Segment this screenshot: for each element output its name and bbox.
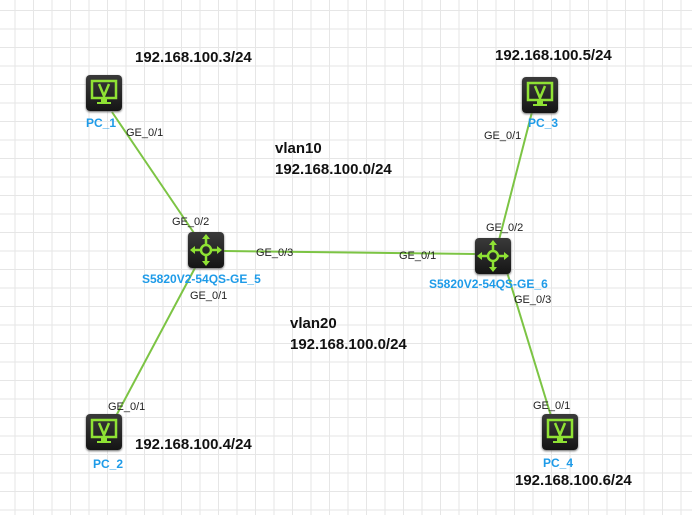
device-name: PC_4 <box>543 456 574 470</box>
port-label: GE_0/2 <box>486 222 524 234</box>
switch-router-icon <box>190 234 222 266</box>
link-sw1-sw2[interactable] <box>223 250 477 255</box>
vlan-label: vlan10 <box>275 140 322 157</box>
port-label: GE_0/1 <box>190 290 228 302</box>
subnet-label: 192.168.100.0/24 <box>290 336 407 353</box>
link-sw2-pc4[interactable] <box>506 271 552 417</box>
device-name: S5820V2-54QS-GE_6 <box>429 277 548 291</box>
pc-3[interactable] <box>522 77 558 113</box>
pc-2[interactable] <box>86 414 122 450</box>
subnet-label: 192.168.100.0/24 <box>275 161 392 178</box>
port-label: GE_0/1 <box>533 400 571 412</box>
ip-label: 192.168.100.6/24 <box>515 472 632 489</box>
monitor-icon <box>90 418 118 443</box>
link-sw1-pc2[interactable] <box>115 265 197 417</box>
switch-1[interactable] <box>188 232 224 268</box>
port-label: GE_0/2 <box>172 216 210 228</box>
monitor-icon <box>546 418 574 443</box>
port-label: GE_0/1 <box>126 127 164 139</box>
vlan-label: vlan20 <box>290 315 337 332</box>
device-name: PC_3 <box>528 116 559 130</box>
pc-4[interactable] <box>542 414 578 450</box>
link-pc1-sw1[interactable] <box>111 111 197 237</box>
switch-2[interactable] <box>475 238 511 274</box>
port-label: GE_0/1 <box>108 401 146 413</box>
link-pc3-sw2[interactable] <box>498 111 533 241</box>
port-label: GE_0/1 <box>399 250 437 262</box>
monitor-icon <box>90 79 118 104</box>
monitor-icon <box>526 81 554 106</box>
switch-router-icon <box>477 240 509 272</box>
port-label: GE_0/1 <box>484 130 522 142</box>
device-name: PC_2 <box>93 457 124 471</box>
port-label: GE_0/3 <box>514 294 552 306</box>
pc-1[interactable] <box>86 75 122 111</box>
device-name: PC_1 <box>86 116 117 130</box>
ip-label: 192.168.100.5/24 <box>495 47 612 64</box>
ip-label: 192.168.100.4/24 <box>135 436 252 453</box>
port-label: GE_0/3 <box>256 247 294 259</box>
ip-label: 192.168.100.3/24 <box>135 49 252 66</box>
device-name: S5820V2-54QS-GE_5 <box>142 272 261 286</box>
